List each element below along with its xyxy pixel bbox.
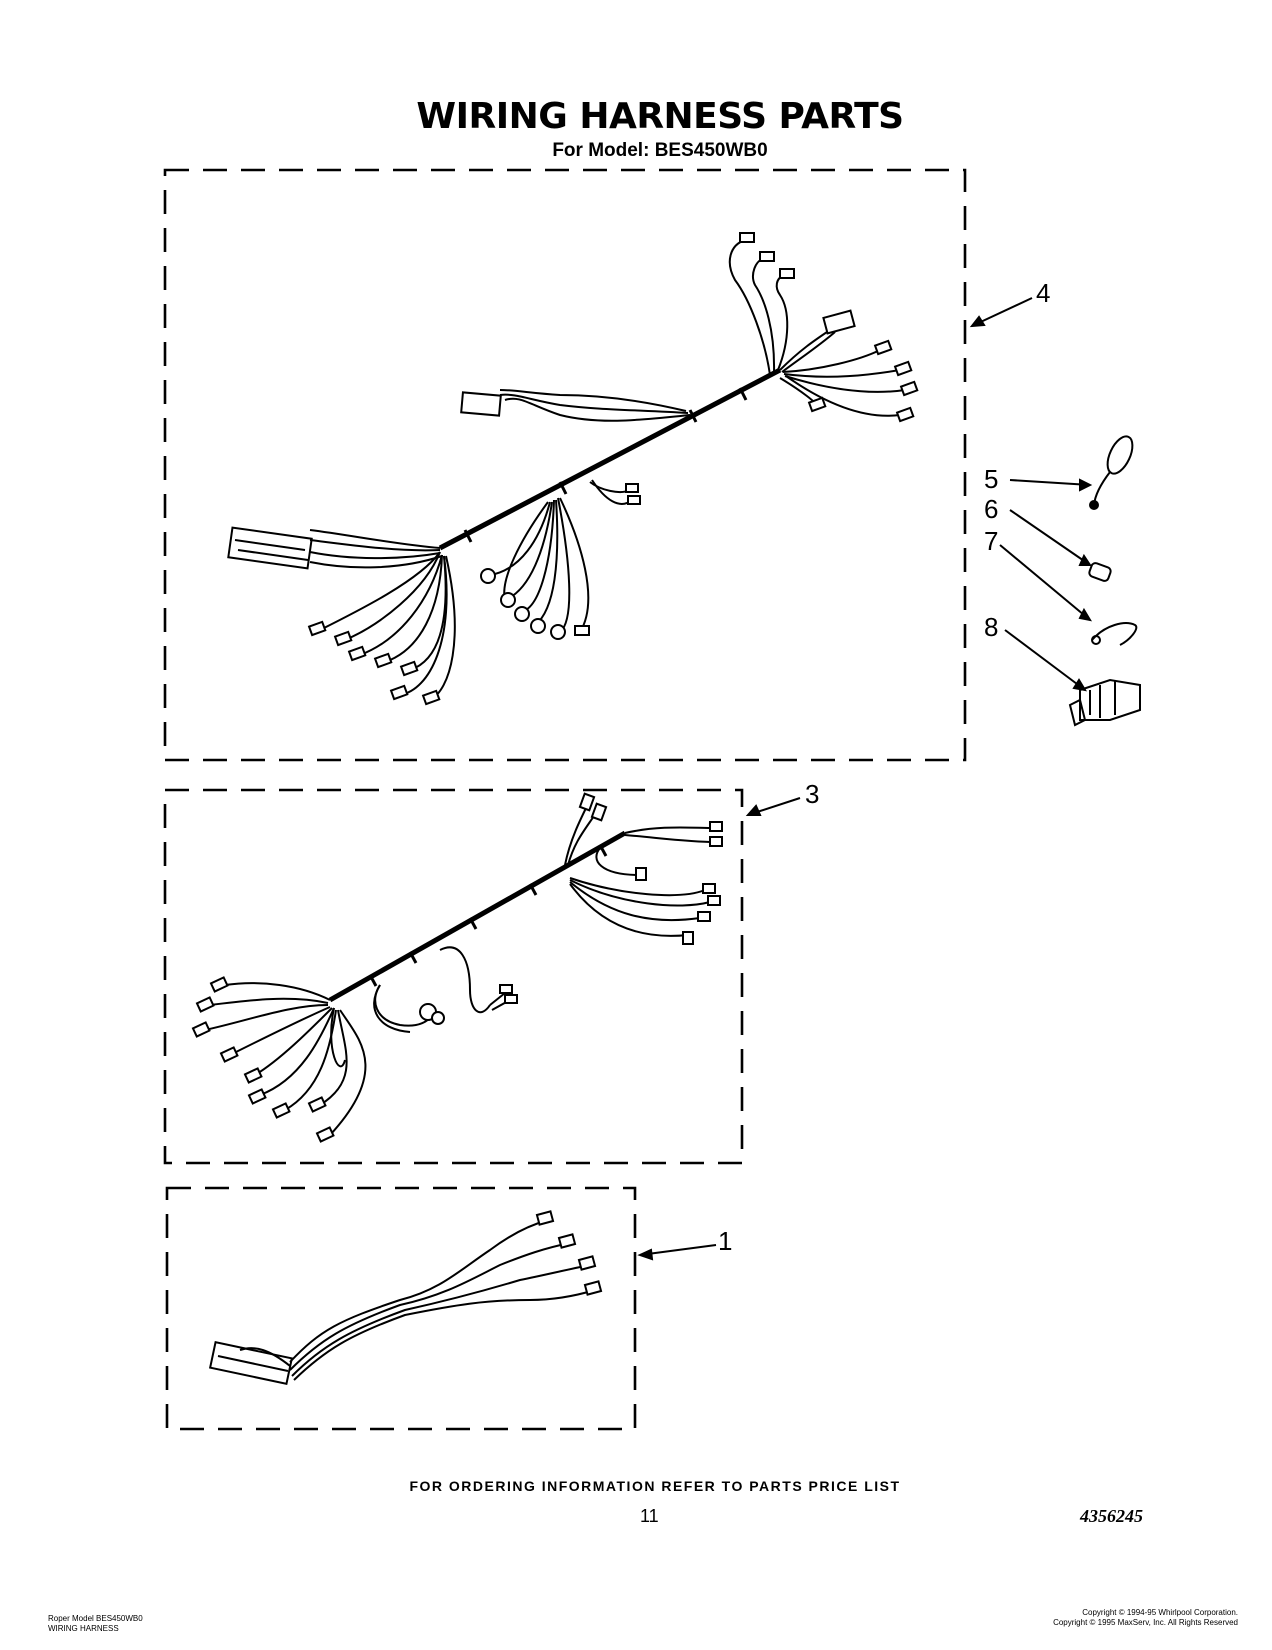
callout-6: 6 [984, 494, 998, 524]
harness-4 [227, 232, 919, 706]
callout-7: 7 [984, 526, 998, 556]
model-line-1: Roper Model BES450WB0 [48, 1614, 143, 1623]
harness-1-frame [165, 1186, 637, 1431]
callout-5: 5 [984, 464, 998, 494]
loose-parts [999, 435, 1141, 727]
copyright-line-1: Copyright © 1994-95 Whirlpool Corporatio… [1082, 1608, 1238, 1617]
copyright-line-2: Copyright © 1995 MaxServ, Inc. All Right… [1053, 1618, 1238, 1627]
page-title: WIRING HARNESS PARTS [416, 96, 904, 137]
callout-3: 3 [805, 779, 819, 809]
harness-4-frame [163, 168, 967, 762]
model-subtitle: For Model: BES450WB0 [552, 140, 768, 161]
ordering-note: FOR ORDERING INFORMATION REFER TO PARTS … [409, 1478, 901, 1494]
callout-1: 1 [718, 1226, 732, 1256]
model-line-2: WIRING HARNESS [48, 1624, 119, 1633]
callout-8: 8 [984, 612, 998, 642]
page-number: 11 [640, 1506, 659, 1526]
callout-4: 4 [1036, 278, 1050, 308]
harness-1 [208, 1210, 603, 1386]
part-number: 4356245 [1080, 1506, 1143, 1526]
model-tag: Roper Model BES450WB0 WIRING HARNESS [48, 1614, 143, 1634]
harness-3-frame [163, 788, 744, 1165]
harness-3 [191, 792, 723, 1143]
copyright: Copyright © 1994-95 Whirlpool Corporatio… [1053, 1608, 1238, 1628]
